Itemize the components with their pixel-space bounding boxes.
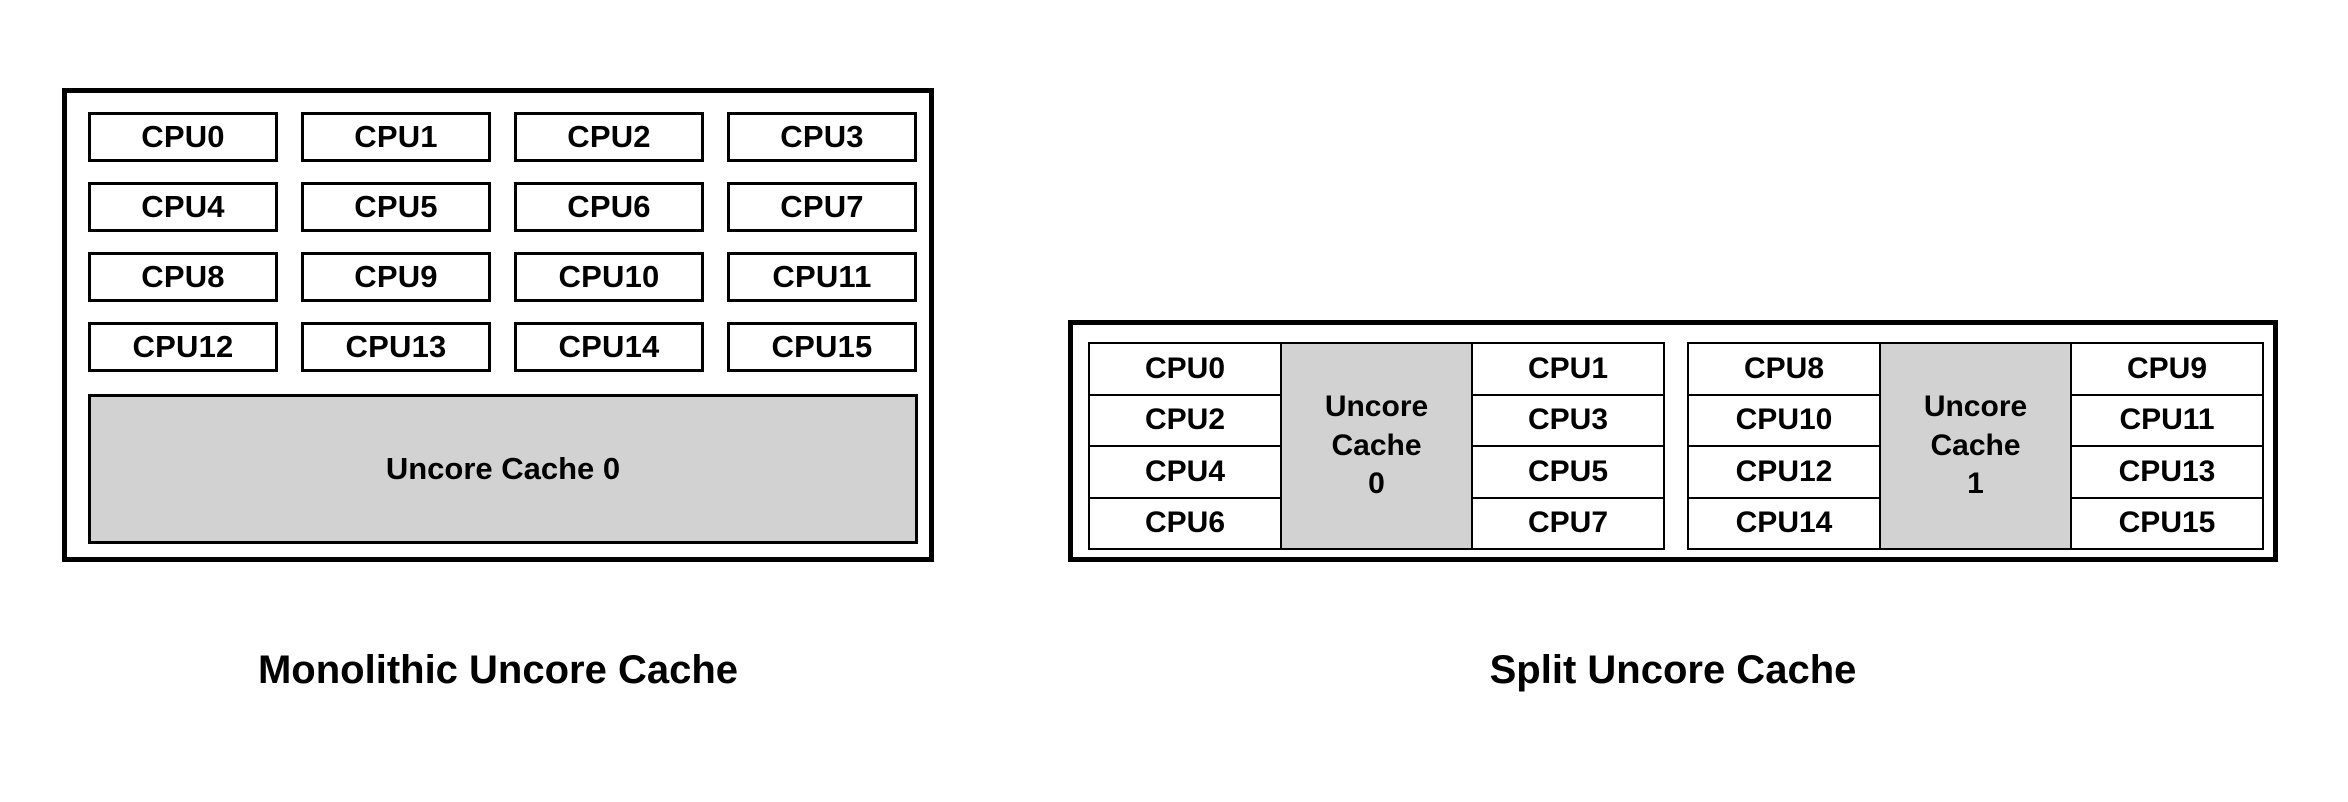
cpu-box: CPU3: [727, 112, 917, 162]
split-socket-container: CPU0 CPU2 CPU4 CPU6 Uncore Cache 0 CPU1 …: [1088, 342, 2268, 550]
cpu-box: CPU8: [88, 252, 278, 302]
cpu-column-left: CPU0 CPU2 CPU4 CPU6: [1088, 342, 1282, 550]
split-uncore-cache-figure: CPU0 CPU2 CPU4 CPU6 Uncore Cache 0 CPU1 …: [1068, 320, 2278, 562]
cpu-box: CPU7: [1471, 496, 1665, 550]
cpu-box: CPU4: [88, 182, 278, 232]
cpu-box: CPU1: [301, 112, 491, 162]
monolithic-caption: Monolithic Uncore Cache: [257, 648, 739, 692]
socket-group: CPU0 CPU2 CPU4 CPU6 Uncore Cache 0 CPU1 …: [1088, 342, 1669, 550]
cpu-box: CPU0: [1088, 342, 1282, 396]
uncore-cache-label-line2: Cache: [1930, 428, 2021, 462]
monolithic-cpu-grid: CPU0 CPU1 CPU2 CPU3 CPU4 CPU5 CPU6 CPU7 …: [88, 112, 918, 372]
cpu-box: CPU1: [1471, 342, 1665, 396]
cpu-box: CPU6: [1088, 496, 1282, 550]
uncore-cache-label-line1: Uncore: [1923, 390, 2028, 424]
cpu-box: CPU12: [88, 322, 278, 372]
uncore-cache-label-line1: Uncore: [1324, 390, 1429, 424]
cpu-column-left: CPU8 CPU10 CPU12 CPU14: [1687, 342, 1881, 550]
socket-group: CPU8 CPU10 CPU12 CPU14 Uncore Cache 1 CP…: [1687, 342, 2268, 550]
cpu-box: CPU5: [301, 182, 491, 232]
cpu-box: CPU10: [1687, 393, 1881, 447]
cpu-box: CPU14: [1687, 496, 1881, 550]
cpu-box: CPU11: [727, 252, 917, 302]
cpu-box: CPU11: [2070, 393, 2264, 447]
cpu-box: CPU13: [2070, 445, 2264, 499]
uncore-cache-label-line2: Cache: [1331, 428, 1422, 462]
cpu-box: CPU2: [514, 112, 704, 162]
cpu-box: CPU5: [1471, 445, 1665, 499]
cpu-box: CPU14: [514, 322, 704, 372]
uncore-cache-box: Uncore Cache 0: [1280, 342, 1473, 550]
cpu-column-right: CPU9 CPU11 CPU13 CPU15: [2070, 342, 2264, 550]
cpu-box: CPU10: [514, 252, 704, 302]
cpu-box: CPU4: [1088, 445, 1282, 499]
uncore-cache-label-line3: 0: [1368, 467, 1385, 501]
cpu-box: CPU6: [514, 182, 704, 232]
cpu-box: CPU15: [727, 322, 917, 372]
uncore-cache-label-line3: 1: [1967, 467, 1984, 501]
cpu-box: CPU9: [301, 252, 491, 302]
cpu-box: CPU8: [1687, 342, 1881, 396]
monolithic-uncore-cache-figure: CPU0 CPU1 CPU2 CPU3 CPU4 CPU5 CPU6 CPU7 …: [62, 88, 934, 562]
split-caption: Split Uncore Cache: [1489, 648, 1857, 692]
cpu-box: CPU2: [1088, 393, 1282, 447]
cpu-box: CPU9: [2070, 342, 2264, 396]
uncore-cache-box: Uncore Cache 0: [88, 394, 918, 544]
cpu-box: CPU12: [1687, 445, 1881, 499]
cpu-column-right: CPU1 CPU3 CPU5 CPU7: [1471, 342, 1665, 550]
cpu-box: CPU13: [301, 322, 491, 372]
monolithic-chip-outline: CPU0 CPU1 CPU2 CPU3 CPU4 CPU5 CPU6 CPU7 …: [62, 88, 934, 562]
cpu-box: CPU7: [727, 182, 917, 232]
split-chip-outline: CPU0 CPU2 CPU4 CPU6 Uncore Cache 0 CPU1 …: [1068, 320, 2278, 562]
cpu-box: CPU0: [88, 112, 278, 162]
cpu-box: CPU15: [2070, 496, 2264, 550]
uncore-cache-box: Uncore Cache 1: [1879, 342, 2072, 550]
cpu-box: CPU3: [1471, 393, 1665, 447]
